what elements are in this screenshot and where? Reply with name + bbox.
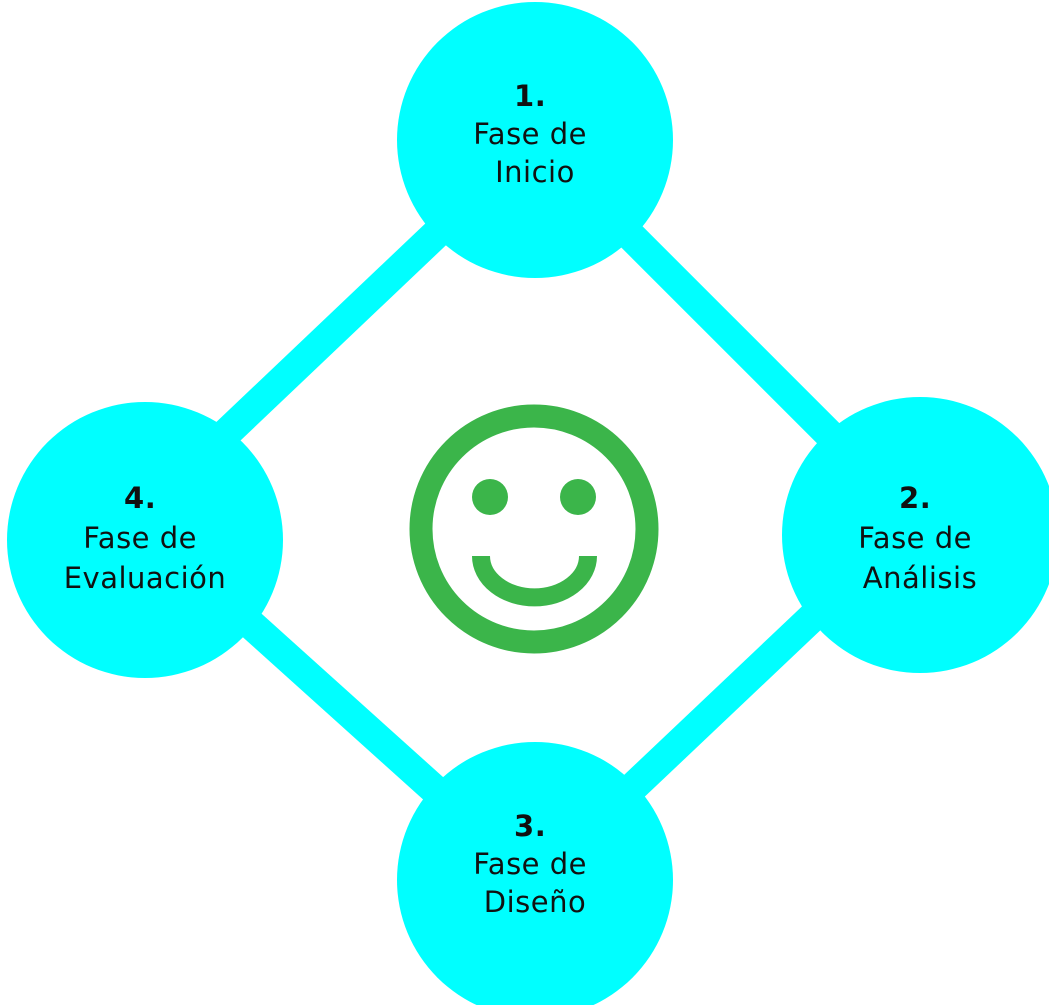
smiley-outline	[409, 404, 659, 654]
phase-number: 4.	[124, 481, 156, 515]
phase-node-diseno: 3. Fase de Diseño	[397, 742, 673, 1005]
phase-title-line2: Inicio	[495, 155, 575, 189]
phase-circle	[782, 397, 1049, 673]
phase-title-line1: Fase de	[858, 521, 972, 555]
svg-text:3. Fase de Diseño: 3. Fase de Diseño	[473, 809, 596, 919]
phase-circle	[397, 742, 673, 1005]
phase-title-line1: Fase de	[83, 521, 197, 555]
phase-node-inicio: 1. Fase de Inicio	[397, 2, 673, 278]
svg-text:4. Fase de Evaluac: 4. Fase de Evaluación	[64, 481, 227, 595]
phase-node-evaluacion: 4. Fase de Evaluación	[7, 402, 283, 678]
smiley-left-eye	[472, 479, 508, 515]
phase-number: 1.	[514, 79, 546, 113]
svg-text:2. Fase de Análisi: 2. Fase de Análisis	[858, 481, 981, 595]
phase-node-analisis: 2. Fase de Análisis	[782, 397, 1049, 673]
phase-title-line1: Fase de	[473, 117, 587, 151]
smiley-right-eye	[560, 479, 596, 515]
phase-number: 2.	[899, 481, 931, 515]
phase-number: 3.	[514, 809, 546, 843]
phase-circle	[7, 402, 283, 678]
phase-title-line2: Diseño	[484, 885, 586, 919]
phase-title-line1: Fase de	[473, 847, 587, 881]
smiley-face-icon	[409, 404, 659, 654]
smiley-mouth	[472, 555, 597, 607]
phase-title-line2: Análisis	[863, 561, 977, 595]
phase-circle	[397, 2, 673, 278]
svg-text:1. Fase de Inicio: 1. Fase de Inicio	[473, 79, 596, 189]
phase-title-line2: Evaluación	[64, 561, 227, 595]
